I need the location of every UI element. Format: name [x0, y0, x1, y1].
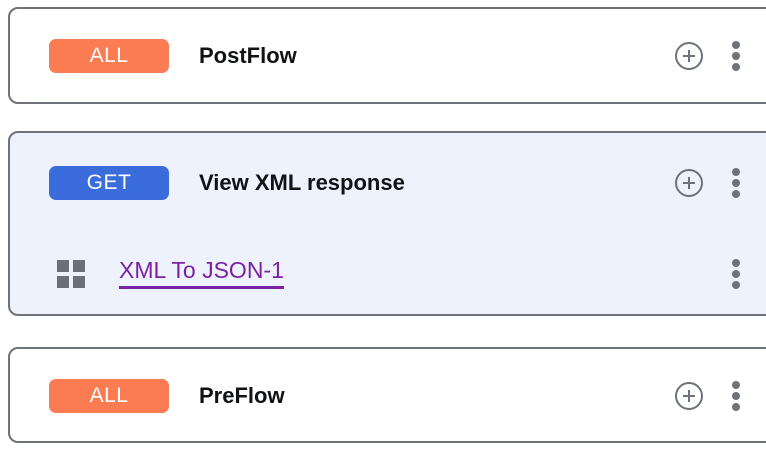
- flow-header-row[interactable]: GET View XML response: [10, 133, 766, 233]
- kebab-dot: [732, 258, 740, 267]
- flow-title: PreFlow: [199, 382, 285, 408]
- plus-circle-icon[interactable]: [675, 41, 703, 70]
- kebab-dot: [732, 380, 740, 389]
- policy-row-actions: [732, 258, 740, 289]
- method-badge-all: ALL: [49, 378, 169, 413]
- policy-link-xml-to-json-1[interactable]: XML To JSON-1: [119, 258, 284, 289]
- kebab-dot: [732, 190, 740, 198]
- plus-circle-icon[interactable]: [675, 169, 703, 197]
- kebab-dot: [732, 391, 740, 400]
- grid-square: [57, 259, 69, 272]
- flow-card-preflow[interactable]: ALL PreFlow: [8, 347, 766, 443]
- plus-circle-icon[interactable]: [675, 381, 703, 410]
- kebab-dot: [732, 40, 740, 49]
- kebab-menu-icon[interactable]: [732, 40, 740, 71]
- flow-header-row[interactable]: ALL PreFlow: [10, 349, 766, 442]
- kebab-menu-icon[interactable]: [732, 168, 740, 198]
- method-badge-get: GET: [49, 166, 169, 200]
- flow-card-postflow[interactable]: ALL PostFlow: [8, 7, 766, 104]
- flow-row-actions: [675, 380, 740, 411]
- kebab-dot: [732, 62, 740, 71]
- method-badge-all: ALL: [49, 38, 169, 73]
- flow-row-actions: [675, 40, 740, 71]
- kebab-dot: [732, 280, 740, 289]
- grid-square: [73, 275, 85, 288]
- flow-row-actions: [675, 168, 740, 198]
- kebab-dot: [732, 269, 740, 278]
- kebab-menu-icon[interactable]: [732, 380, 740, 411]
- kebab-menu-icon[interactable]: [732, 258, 740, 289]
- grid-square: [57, 275, 69, 288]
- flow-title: PostFlow: [199, 42, 297, 68]
- kebab-dot: [732, 168, 740, 176]
- flow-card-view-xml-response[interactable]: GET View XML response XML To JSON-1: [8, 131, 766, 316]
- kebab-dot: [732, 402, 740, 411]
- policy-step-row[interactable]: XML To JSON-1: [10, 233, 766, 314]
- flow-title: View XML response: [199, 170, 405, 195]
- kebab-dot: [732, 179, 740, 187]
- kebab-dot: [732, 51, 740, 60]
- grid-policy-icon: [57, 259, 85, 288]
- grid-square: [73, 259, 85, 272]
- flow-header-row[interactable]: ALL PostFlow: [10, 9, 766, 102]
